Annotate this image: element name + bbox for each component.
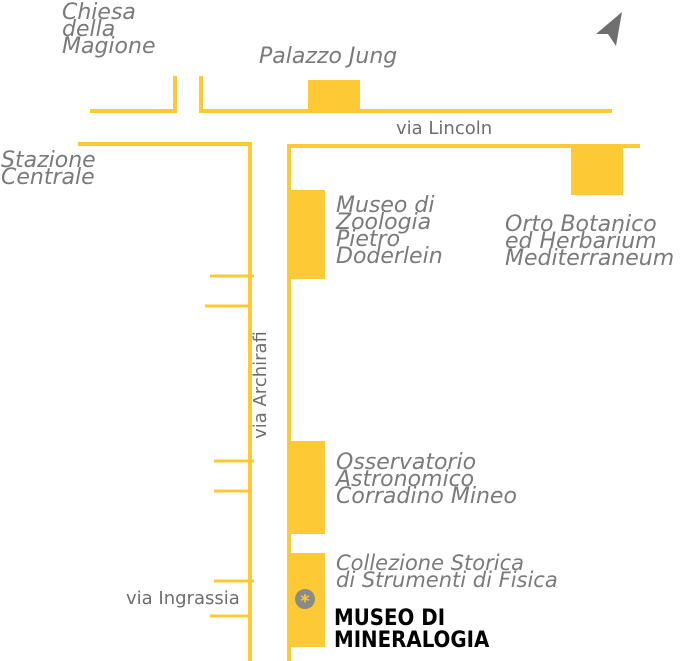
road-top-right [199, 76, 612, 113]
road-bracket-3 [214, 489, 254, 583]
street-via-archirafi: via Archirafi [249, 331, 271, 439]
road-bracket-2 [205, 304, 254, 463]
label-museo-mineralogia: MUSEO DI MINERALOGIA [334, 606, 490, 653]
label-chiesa-della-magione: Chiesa della Magione [62, 0, 156, 59]
label-collezione-storica: Collezione Storica di Strumenti di Fisic… [336, 551, 558, 592]
street-via-ingrassia: via Ingrassia [126, 588, 240, 609]
label-palazzo-jung: Palazzo Jung [259, 44, 398, 69]
asterisk-marker-icon: * [295, 589, 315, 612]
label-museo-zoologia: Museo di Zoologia Pietro Doderlein [336, 193, 443, 269]
label-orto-botanico: Orto Botanico ed Herbarium Mediterraneum [505, 212, 675, 271]
building-orto-botanico [571, 146, 623, 195]
street-via-lincoln: via Lincoln [396, 118, 493, 139]
north-arrow-icon [596, 12, 622, 46]
building-osservatorio [287, 441, 325, 534]
road-top-left [90, 76, 177, 113]
road-cross [78, 142, 252, 661]
label-osservatorio: Osservatorio Astronomico Corradino Mineo [336, 450, 517, 509]
building-museo-zoologia [287, 190, 325, 279]
svg-text:*: * [300, 591, 310, 612]
building-palazzo-jung [308, 80, 360, 113]
label-stazione-centrale: Stazione Centrale [1, 148, 96, 190]
